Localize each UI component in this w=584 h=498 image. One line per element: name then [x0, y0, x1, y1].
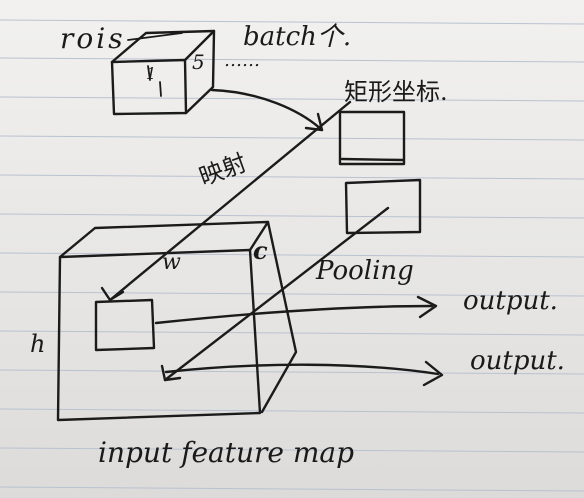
second-rect-box	[344, 178, 422, 235]
rois-label: rois	[60, 22, 126, 55]
rect-coords-label: 矩形坐标.	[344, 78, 448, 106]
output-2-label: output.	[470, 346, 565, 376]
count-5-label: 5	[192, 50, 205, 74]
rois-to-rect-arrow	[210, 88, 324, 132]
feature-map-block	[56, 220, 298, 422]
w-label: w	[162, 250, 181, 275]
rois-box	[110, 29, 216, 116]
box-value-label: 1	[146, 64, 157, 83]
pooling-label: Pooling	[316, 256, 414, 286]
output-arrow-1	[154, 295, 438, 325]
output-arrow-2	[164, 360, 444, 387]
second-mapping-arrow	[160, 206, 390, 382]
rect-coords-box	[338, 110, 406, 166]
ruled-lines	[0, 19, 584, 492]
h-label: h	[30, 330, 46, 358]
input-feature-map-caption: input feature map	[98, 436, 355, 469]
batch-label: batch个.	[243, 22, 352, 52]
mapping-arrow	[100, 100, 352, 302]
ellipsis-label: ……	[224, 50, 260, 71]
roi-small-rect	[94, 298, 156, 352]
rect-coords-underline	[340, 157, 405, 162]
c-label: c	[253, 236, 268, 265]
output-1-label: output.	[463, 286, 558, 316]
